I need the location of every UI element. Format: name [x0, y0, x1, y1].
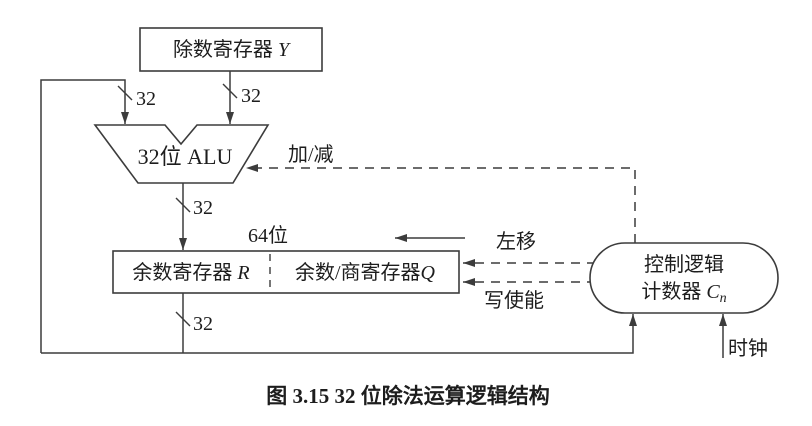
- feedback-to-alu-bus: [40, 79, 129, 353]
- register-width-label: 64位: [248, 224, 288, 247]
- divisor-register-box: [139, 27, 323, 72]
- bus-width-label: 32: [136, 88, 156, 110]
- alu-label: 32位 ALU: [138, 144, 233, 169]
- bus-width-tick: [117, 85, 133, 101]
- bus-width-label: 32: [193, 197, 213, 219]
- write-enable-signal-label: 写使能: [484, 289, 544, 312]
- quotient-register-label: 余数/商寄存器Q: [295, 261, 436, 284]
- bus-width-tick: [175, 311, 191, 327]
- alu-shape: [93, 124, 270, 184]
- control-unit-label-line1: 控制逻辑: [644, 253, 724, 276]
- figure-caption: 图 3.15 32 位除法运算逻辑结构: [266, 384, 550, 408]
- remainder-register-label: 余数寄存器 R: [132, 261, 249, 284]
- control-unit-shape: [589, 242, 779, 314]
- bus-width-label: 32: [193, 313, 213, 335]
- register-to-control-wire: [41, 314, 637, 354]
- add-sub-signal-label: 加/减: [288, 143, 334, 166]
- remainder-quotient-register-box: [112, 250, 460, 294]
- bus-width-tick: [175, 197, 191, 213]
- clock-signal-label: 时钟: [728, 337, 768, 360]
- add-sub-control-line: [246, 164, 636, 243]
- divisor-register-label: 除数寄存器 Y: [173, 38, 291, 61]
- control-unit-label-line2: 计数器 Cn: [641, 280, 726, 306]
- shift-left-signal-label: 左移: [496, 230, 536, 253]
- bus-width-label: 32: [241, 85, 261, 107]
- bus-width-tick: [222, 83, 238, 99]
